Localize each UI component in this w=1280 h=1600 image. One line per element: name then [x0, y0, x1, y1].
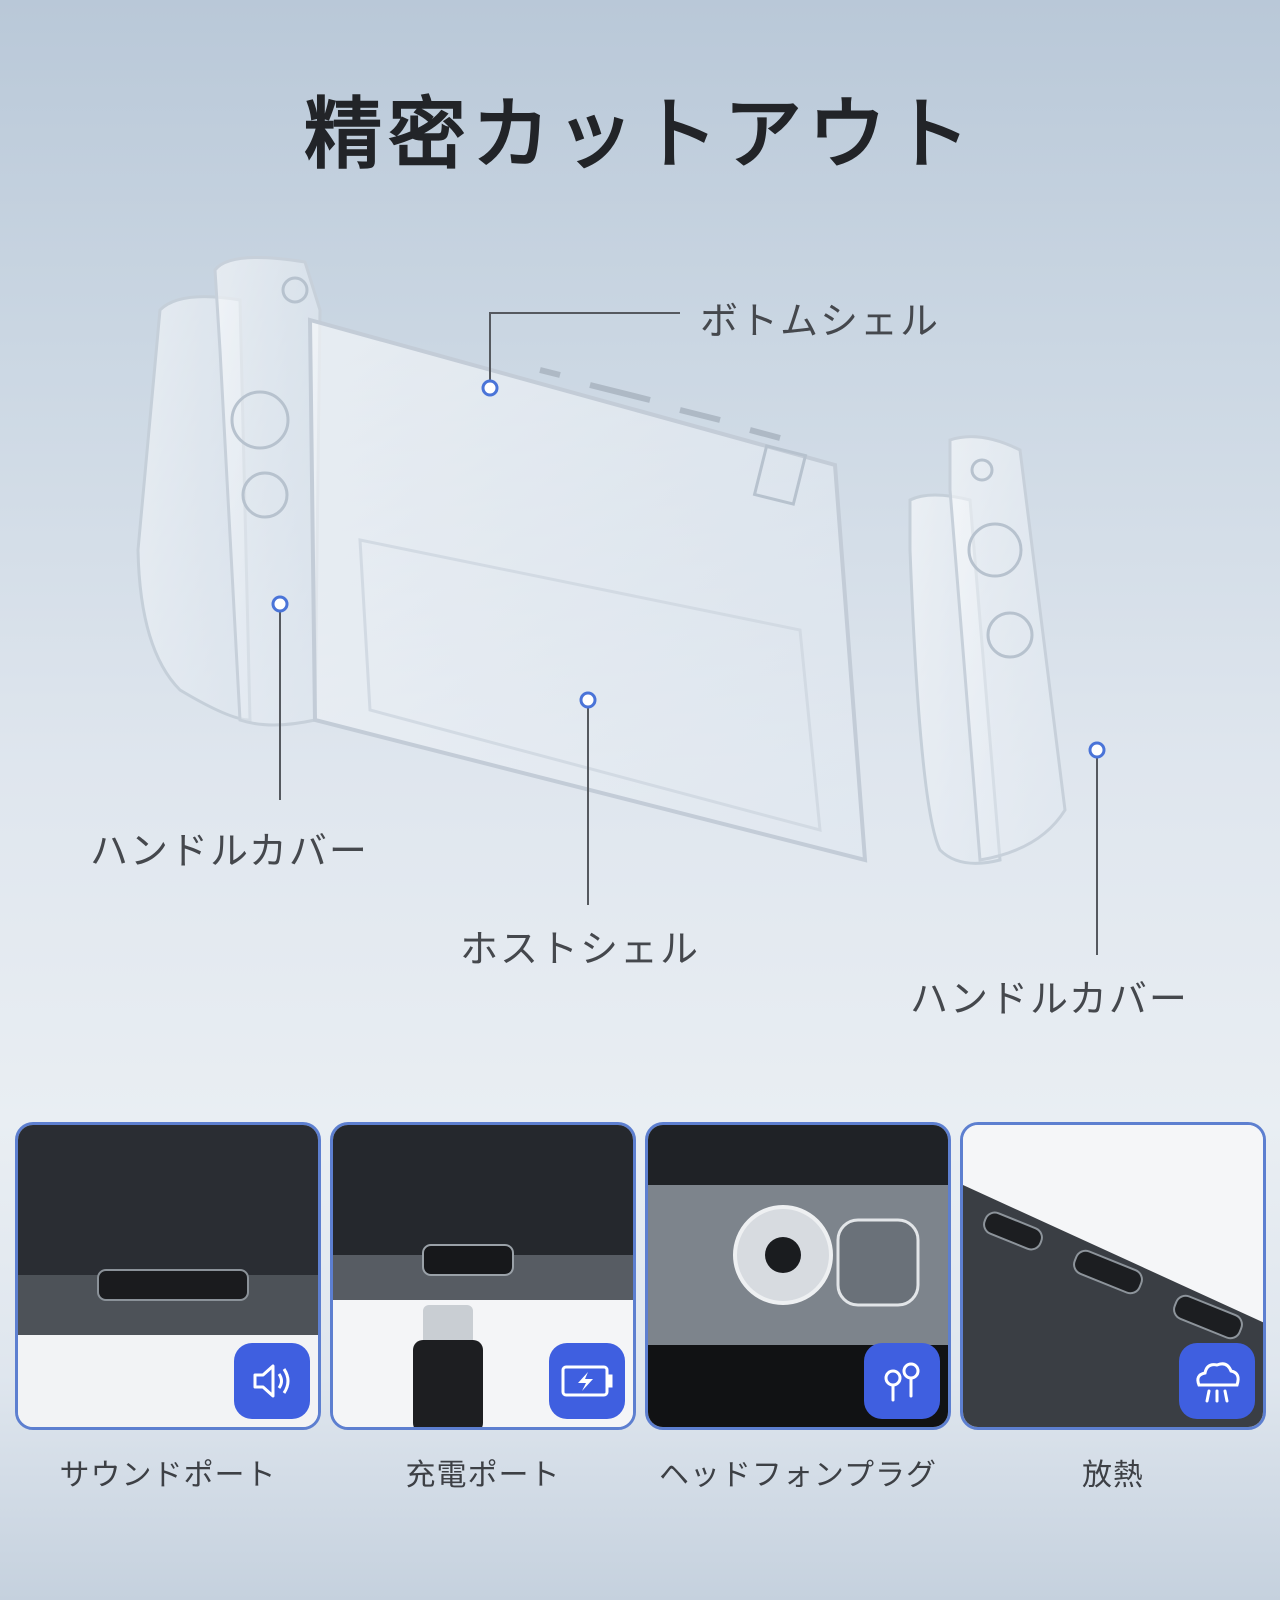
host-shell	[307, 317, 868, 863]
callout-handle-cover-right: ハンドルカバー	[910, 977, 1189, 1021]
feature-label-charging-port: 充電ポート	[405, 1458, 561, 1493]
page-title: 精密カットアウト	[303, 90, 976, 180]
feature-thumb-sound-port	[15, 1122, 321, 1430]
callout-host-shell: ホストシェル	[460, 927, 701, 971]
right-handle-cover-front	[948, 435, 1067, 862]
case-illustration	[136, 256, 1067, 865]
feature-thumb-heat-dissipation	[960, 1122, 1266, 1430]
callout-bottom-shell: ボトムシェル	[700, 299, 941, 343]
battery-charge-icon	[549, 1343, 625, 1419]
speaker-icon	[234, 1343, 310, 1419]
feature-label-headphone-plug: ヘッドフォンプラグ	[658, 1458, 938, 1493]
feature-thumb-charging-port	[330, 1122, 636, 1430]
feature-label-sound-port: サウンドポート	[59, 1458, 277, 1493]
callout-handle-cover-left: ハンドルカバー	[90, 829, 369, 873]
earphones-icon	[864, 1343, 940, 1419]
heat-vent-icon	[1179, 1343, 1255, 1419]
feature-label-heat-dissipation: 放熱	[1082, 1458, 1144, 1493]
feature-thumb-headphone-plug	[645, 1122, 951, 1430]
